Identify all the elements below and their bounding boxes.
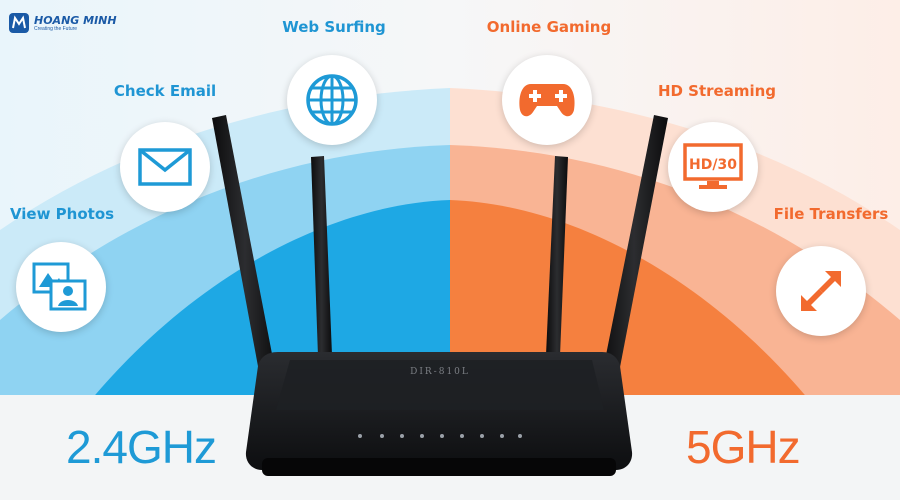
photos-icon (32, 262, 87, 311)
check-email-bubble (120, 122, 210, 212)
file-transfers-bubble (776, 246, 866, 336)
router-model: DIR-810L (410, 367, 470, 377)
web-surfing-bubble (287, 55, 377, 145)
antenna-left-outer (212, 115, 278, 388)
brand-name: HOANG MINH (34, 13, 117, 27)
brand-tagline: Creating the Future (34, 25, 78, 32)
router-base (262, 458, 616, 476)
feature-label-hd-streaming: HD Streaming (657, 82, 777, 100)
tv-icon-text: HD/30 (689, 157, 737, 173)
feature-label-file-transfers: File Transfers (773, 205, 889, 223)
router-top-panel (276, 360, 604, 410)
feature-label-check-email: Check Email (113, 82, 217, 100)
globe-icon (306, 74, 358, 126)
tv-icon: HD/30 (683, 143, 743, 189)
feature-label-web-surfing: Web Surfing (282, 18, 386, 36)
frequency-label-24ghz: 2.4GHz (66, 421, 217, 473)
online-gaming-bubble (502, 55, 592, 145)
gamepad-icon (519, 84, 575, 117)
view-photos-bubble (16, 242, 106, 332)
hd-streaming-bubble: HD/30 (668, 122, 758, 212)
antenna-left-inner (311, 156, 332, 356)
feature-label-online-gaming: Online Gaming (486, 18, 612, 36)
router-leds (358, 434, 522, 438)
transfer-arrows-icon (801, 271, 841, 311)
antenna-right-outer (600, 115, 668, 388)
envelope-icon (138, 148, 192, 186)
brand-logo-icon (9, 13, 29, 33)
antenna-right-inner (546, 156, 568, 356)
frequency-label-5ghz: 5GHz (686, 421, 801, 473)
brand-logo: HOANG MINH Creating the Future (8, 12, 117, 34)
feature-label-view-photos: View Photos (9, 205, 115, 223)
